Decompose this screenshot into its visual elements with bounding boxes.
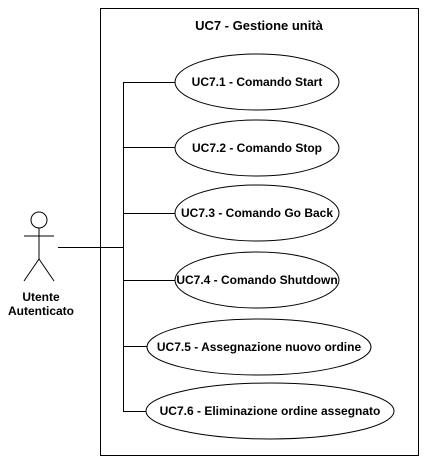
use-case-ellipse — [174, 119, 340, 177]
actor-name-line2: Autenticato — [8, 304, 74, 318]
use-case: UC7.4 - Comando Shutdown — [174, 251, 340, 309]
use-case-ellipse — [146, 318, 372, 376]
use-case-ellipse — [174, 53, 340, 111]
use-case-label: UC7.1 - Comando Start — [192, 75, 323, 89]
use-case: UC7.6 - Eliminazione ordine assegnato — [145, 382, 395, 440]
actor-figure — [23, 211, 55, 282]
use-case: UC7.5 - Assegnazione nuovo ordine — [146, 318, 372, 376]
actor-name-line1: Utente — [22, 290, 60, 304]
use-case: UC7.1 - Comando Start — [174, 53, 340, 111]
actor-left-leg — [23, 258, 40, 282]
use-case-ellipse — [174, 251, 340, 309]
use-case: UC7.2 - Comando Stop — [174, 119, 340, 177]
actor-head — [30, 211, 48, 229]
actor-right-leg — [38, 258, 55, 282]
use-case-label: UC7.5 - Assegnazione nuovo ordine — [157, 340, 362, 354]
use-case-label: UC7.6 - Eliminazione ordine assegnato — [160, 404, 381, 418]
use-case-label: UC7.2 - Comando Stop — [192, 141, 322, 155]
use-case: UC7.3 - Comando Go Back — [174, 184, 340, 242]
use-case-label: UC7.4 - Comando Shutdown — [176, 273, 337, 287]
system-title: UC7 - Gestione unità — [195, 18, 324, 33]
use-case-label: UC7.3 - Comando Go Back — [181, 206, 333, 220]
use-case-ellipse — [174, 184, 340, 242]
use-case-ellipse — [145, 382, 395, 440]
